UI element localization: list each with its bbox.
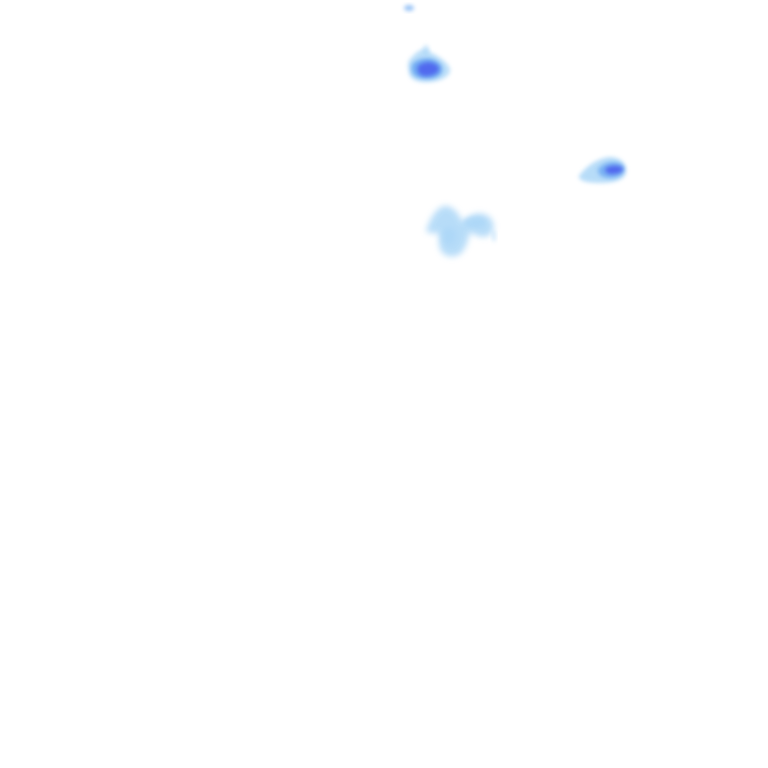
echo-central: [426, 205, 496, 257]
echo-east: [578, 157, 627, 183]
echo-speck-top: [404, 5, 414, 11]
echo-north: [408, 45, 451, 83]
